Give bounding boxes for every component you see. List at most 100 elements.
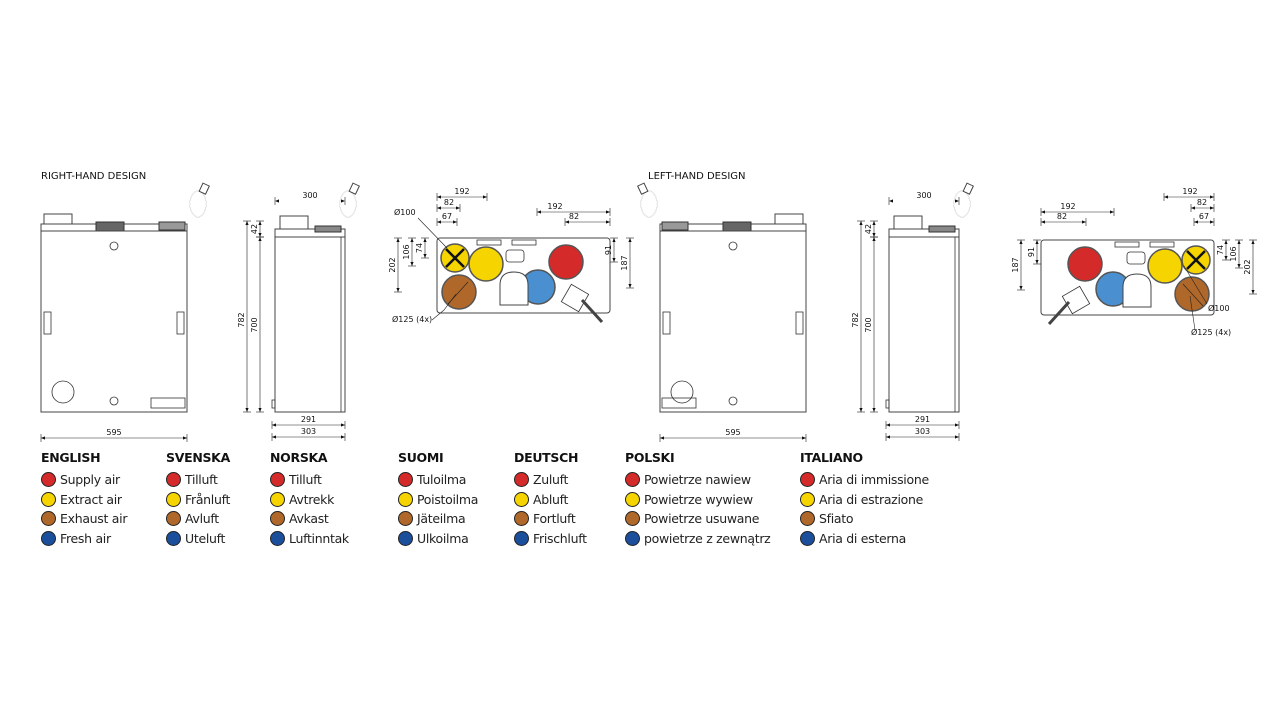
legend-item-label: Ulkoilma bbox=[417, 530, 469, 546]
legend-item-exhaust: Fortluft bbox=[514, 509, 587, 529]
foot bbox=[271, 399, 276, 409]
legend-item-label: Tilluft bbox=[185, 472, 218, 488]
supply-air-color-dot-icon bbox=[166, 472, 181, 488]
dimension-arrow bbox=[272, 423, 276, 427]
dimension-arrow bbox=[1035, 260, 1039, 264]
dimension-label: 192 bbox=[547, 202, 562, 211]
legend-item-label: Luftinntak bbox=[289, 530, 349, 546]
legend-item-fresh: Frischluft bbox=[514, 529, 587, 549]
extract-air-color-dot-icon bbox=[270, 491, 285, 507]
dimension-offset_106: 106 bbox=[402, 237, 416, 267]
dimension-arrow bbox=[1164, 195, 1168, 199]
dimension-offset_74: 74 bbox=[415, 237, 429, 259]
unit-body bbox=[659, 230, 807, 413]
supply-air-color-dot-icon bbox=[270, 472, 285, 488]
dimension-arrow bbox=[245, 408, 249, 412]
legend-item-supply: Tilluft bbox=[166, 470, 230, 490]
service-hatch bbox=[670, 380, 694, 404]
fresh-air-color-dot-icon bbox=[166, 530, 181, 546]
dimension-label: 91 bbox=[1027, 247, 1036, 257]
dimension-arrow bbox=[1210, 195, 1214, 199]
dimension-arrow bbox=[565, 220, 569, 224]
legend-item-label: Frånluft bbox=[185, 491, 231, 507]
drain-knob bbox=[728, 241, 738, 251]
dimension-arrow bbox=[1041, 220, 1045, 224]
top-view bbox=[436, 237, 611, 324]
legend-item-label: Aria di estrazione bbox=[819, 491, 923, 507]
dimension-depth_total: 303 bbox=[271, 427, 346, 441]
supply-air-color-dot-icon bbox=[514, 472, 529, 488]
extract-air-color-dot-icon bbox=[398, 491, 413, 507]
legend-item-label: Sfiato bbox=[819, 511, 854, 527]
legend-item-extract: Aria di estrazione bbox=[800, 490, 929, 510]
dimension-arrow bbox=[341, 435, 345, 439]
dimension-arrow bbox=[437, 220, 441, 224]
dimension-arrow bbox=[341, 199, 345, 203]
dimension-arrow bbox=[396, 288, 400, 292]
dimension-arrow bbox=[258, 221, 262, 225]
dimension-arrow bbox=[1210, 206, 1214, 210]
dimension-depth_top: 300 bbox=[888, 191, 960, 205]
dimension-arrow bbox=[341, 423, 345, 427]
legend-item-label: Jäteilma bbox=[417, 511, 466, 527]
motor-box bbox=[1126, 251, 1146, 265]
fresh-air-color-dot-icon bbox=[398, 530, 413, 546]
service-hatch bbox=[51, 380, 75, 404]
legend-language-heading: NORSKA bbox=[270, 450, 328, 465]
blocked-x-icon bbox=[1186, 250, 1206, 270]
legend-item-supply: Aria di immissione bbox=[800, 470, 929, 490]
unit-body bbox=[888, 236, 960, 413]
legend-language-heading: ITALIANO bbox=[800, 450, 863, 465]
dimension-arrow bbox=[410, 238, 414, 242]
clip bbox=[476, 239, 502, 246]
dimension-arrow bbox=[1237, 264, 1241, 268]
extract-air-duct bbox=[468, 246, 504, 282]
legend-item-supply: Supply air bbox=[41, 470, 127, 490]
leader-line bbox=[417, 217, 448, 249]
fresh-air-color-dot-icon bbox=[625, 530, 640, 546]
exhaust-air-color-dot-icon bbox=[270, 511, 285, 527]
dimension-arrow bbox=[628, 284, 632, 288]
legend-item-exhaust: Avkast bbox=[270, 509, 349, 529]
dimension-label: 595 bbox=[106, 428, 121, 437]
connection-box bbox=[314, 225, 342, 233]
drain-knob bbox=[109, 241, 119, 251]
side-view bbox=[271, 182, 360, 413]
extract-air-color-dot-icon bbox=[800, 491, 815, 507]
connection-box bbox=[158, 221, 186, 231]
diameter-label: Ø100 bbox=[1208, 303, 1230, 313]
exhaust-air-color-dot-icon bbox=[625, 511, 640, 527]
exhaust-air-color-dot-icon bbox=[166, 511, 181, 527]
fresh-air-color-dot-icon bbox=[41, 530, 56, 546]
legend-item-label: Extract air bbox=[60, 491, 122, 507]
legend-item-supply: Zuluft bbox=[514, 470, 587, 490]
handle-right bbox=[176, 311, 185, 335]
dimension-arrow bbox=[872, 221, 876, 225]
legend-item-exhaust: Sfiato bbox=[800, 509, 929, 529]
dimension-label: 187 bbox=[1011, 257, 1020, 272]
clip bbox=[1149, 241, 1175, 248]
legend-item-label: Frischluft bbox=[533, 530, 587, 546]
supply-air-color-dot-icon bbox=[625, 472, 640, 488]
plug-icon bbox=[637, 182, 649, 195]
dimension-arrow bbox=[606, 220, 610, 224]
dimension-arrow bbox=[612, 238, 616, 242]
dimension-height_body: 700 bbox=[250, 236, 264, 413]
dimension-arrow bbox=[258, 233, 262, 237]
legend-item-extract: Powietrze wywiew bbox=[625, 490, 770, 510]
legend-item-label: Poistoilma bbox=[417, 491, 479, 507]
dimension-arrow bbox=[537, 210, 541, 214]
dimension-label: 595 bbox=[725, 428, 740, 437]
diameter-label: Ø100 bbox=[394, 207, 416, 217]
unit-body bbox=[274, 236, 346, 413]
dimension-spacing_82: 82 bbox=[564, 212, 611, 226]
legend-item-label: powietrze z zewnątrz bbox=[644, 530, 771, 546]
clip bbox=[511, 239, 537, 246]
dimension-label: 106 bbox=[1229, 246, 1238, 261]
blocked-x-icon bbox=[445, 248, 465, 268]
dimension-arrow bbox=[245, 221, 249, 225]
dimension-label: 700 bbox=[250, 317, 259, 332]
dimension-label: 106 bbox=[402, 244, 411, 259]
